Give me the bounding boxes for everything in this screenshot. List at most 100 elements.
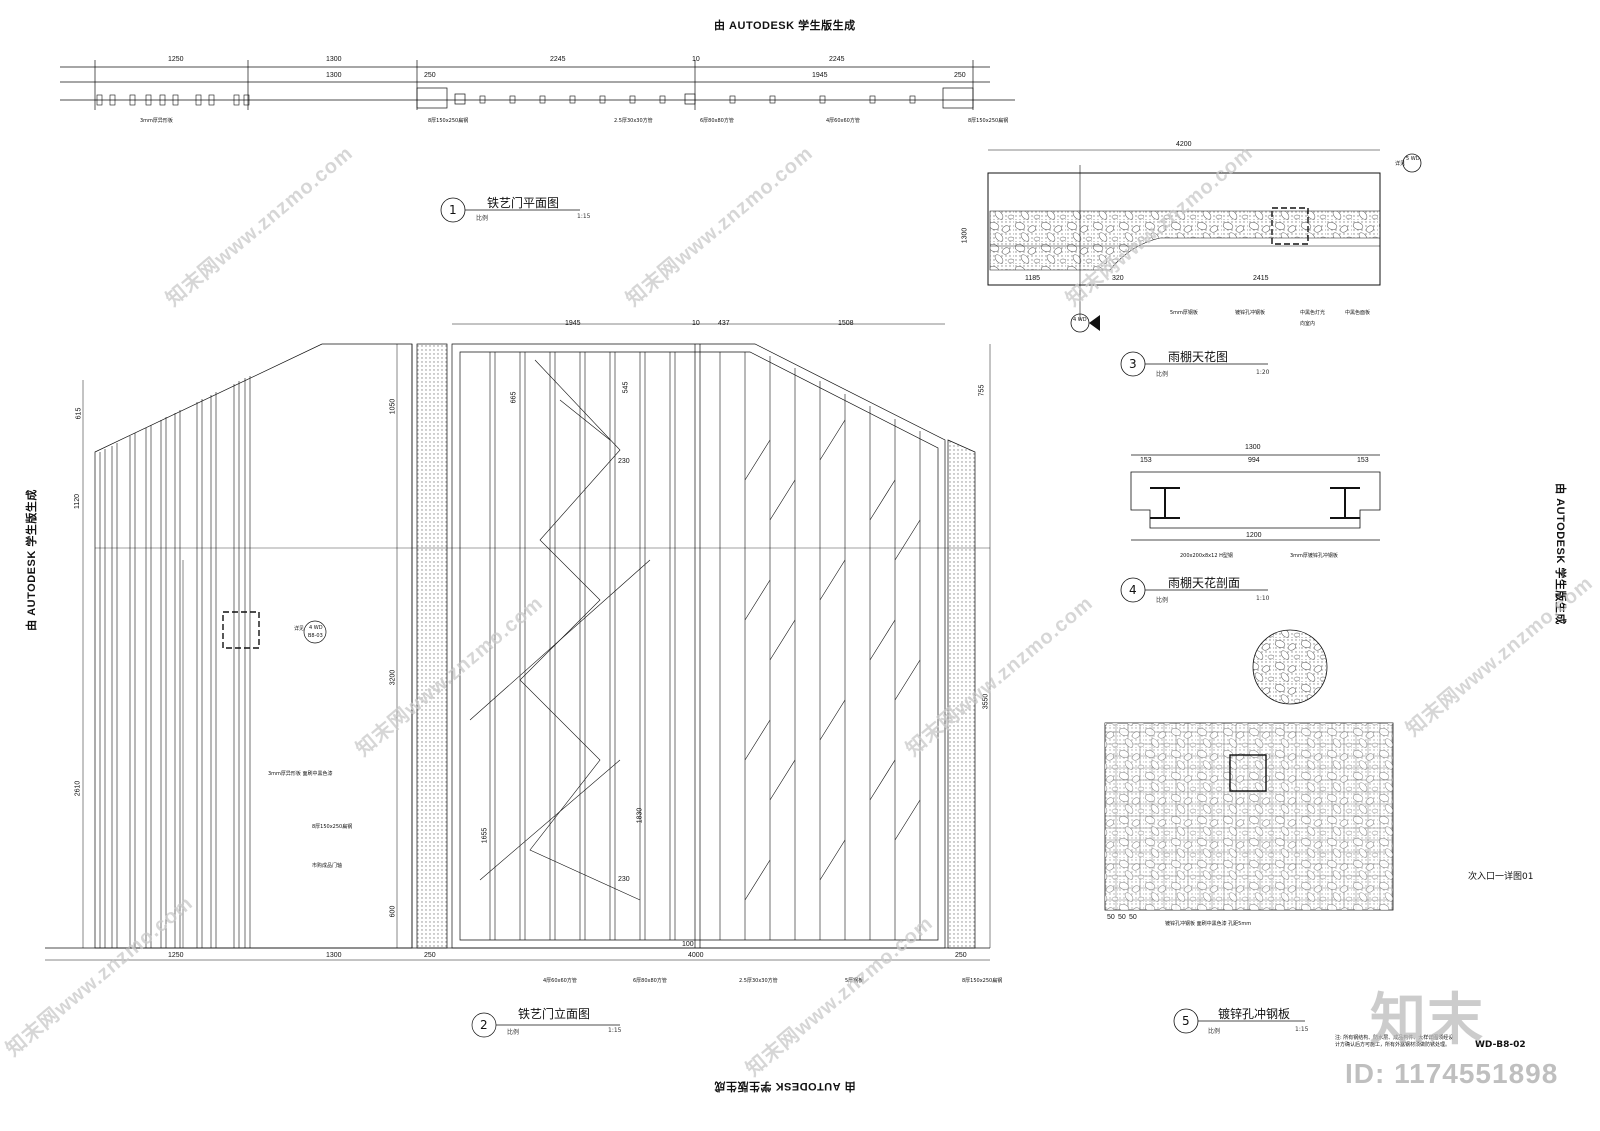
elev-dim: 1300 <box>326 952 342 959</box>
panel-detail <box>1104 629 1394 1034</box>
view-5-number: 5 <box>1182 1014 1190 1028</box>
plan-view-posts <box>96 94 916 106</box>
view-2-title: 铁艺门立面图 <box>518 1007 591 1021</box>
elevation-view <box>45 323 990 1038</box>
section-dim: 153 <box>1357 457 1369 464</box>
plan-label: 6厚80x80方管 <box>700 118 734 124</box>
elev-inner-dim: 1830 <box>636 807 644 824</box>
elev-inner-dim: 100 <box>682 941 694 948</box>
elev-dim: 437 <box>718 320 730 327</box>
sheet-note: 注: 所有钢结构、防水层、成品构件、大样详图须经设计方确认后方可施工，所有外露钢… <box>1335 1035 1454 1048</box>
plan-dim: 1300 <box>326 56 342 63</box>
elev-bottom-label: 5厚钢板 <box>845 978 864 984</box>
ceiling-tag-prefix: 详见 <box>1395 161 1406 167</box>
autodesk-stamp-left: 由 AUTODESK 学生版生成 <box>25 489 38 631</box>
elev-inner-dim: 545 <box>622 381 630 394</box>
ceiling-dim: 4200 <box>1176 141 1192 148</box>
ceiling-section <box>1120 454 1381 603</box>
elev-inner-dim: 665 <box>510 391 518 404</box>
view-2-number: 2 <box>480 1018 488 1032</box>
view-2-scale-label: 比例 <box>507 1029 520 1036</box>
elev-side-label: 市购成品门轴 <box>312 863 343 869</box>
ceiling-tag: 4 WD <box>1073 317 1087 323</box>
plan-label: 4厚60x60方管 <box>826 118 860 124</box>
panel-dim: 50 <box>1129 914 1137 921</box>
elev-bottom-label: 6厚80x80方管 <box>633 978 667 984</box>
view-4-title: 雨棚天花剖面 <box>1168 576 1241 590</box>
view-3-scale-label: 比例 <box>1156 371 1169 378</box>
section-dim: 1200 <box>1246 532 1262 539</box>
watermark-logo: 知末 <box>1370 988 1484 1051</box>
sheet-number: WD-B8-02 <box>1475 1040 1526 1050</box>
plan-dim: 1945 <box>812 72 828 79</box>
view-5-title: 镀锌孔冲钢板 <box>1218 1007 1291 1021</box>
view-1-scale: 1:15 <box>577 213 591 220</box>
elev-bottom-label: 8厚150x250扁钢 <box>962 978 1003 984</box>
elev-dim: 1120 <box>74 493 82 510</box>
right-leaf-pattern <box>719 352 921 940</box>
elev-dim: 1050 <box>389 398 397 415</box>
ceiling-dim: 1185 <box>1025 275 1041 282</box>
elev-dim: 10 <box>692 320 700 327</box>
watermark-id: ID: 1174551898 <box>1345 1058 1559 1089</box>
elev-dim: 250 <box>955 952 967 959</box>
section-label: 200x200x8x12 H型钢 <box>1180 553 1233 559</box>
ceiling-label: 5mm厚钢板 <box>1170 310 1198 316</box>
elev-dim: 1945 <box>565 320 581 327</box>
ceiling-label: 中黑色面板 <box>1345 310 1371 316</box>
plan-label: 8厚150x250扁钢 <box>428 118 469 124</box>
view-1-title: 铁艺门平面图 <box>487 196 560 210</box>
panel-label: 镀锌孔冲钢板 面刷中黑色漆 孔距5mm <box>1165 921 1252 927</box>
panel-dim: 50 <box>1118 914 1126 921</box>
elev-side-label: 8厚150x250扁钢 <box>312 824 353 830</box>
autodesk-stamp-top: 由 AUTODESK 学生版生成 <box>714 20 856 32</box>
plan-dim: 250 <box>954 72 966 79</box>
ceiling-label: 向室内 <box>1300 321 1316 327</box>
plan-label: 3mm厚异形板 <box>140 118 173 124</box>
elev-dim: 2610 <box>74 780 82 797</box>
detail-ref: 次入口一详图01 <box>1468 872 1534 882</box>
elev-dim: 4000 <box>688 952 704 959</box>
plan-dim: 1250 <box>168 56 184 63</box>
view-1-scale-label: 比例 <box>476 215 489 222</box>
elev-inner-dim: 230 <box>618 458 630 465</box>
plan-view-lines <box>60 60 1015 110</box>
elev-inner-dim: 1655 <box>481 827 489 844</box>
section-label: 3mm厚镀锌孔冲钢板 <box>1290 553 1338 559</box>
elev-bottom-label: 2.5厚30x30方管 <box>739 978 778 984</box>
elev-dim: 755 <box>978 384 986 397</box>
elev-dim: 600 <box>389 905 397 918</box>
elev-dim: 1508 <box>838 320 854 327</box>
elev-dim: 3200 <box>389 669 397 686</box>
view-1-number: 1 <box>449 203 457 217</box>
elevation-dim-lines <box>82 344 991 948</box>
elev-bottom-label: 4厚60x60方管 <box>543 978 577 984</box>
view-4-scale: 1:10 <box>1256 595 1270 602</box>
elev-inner-dim: 230 <box>618 876 630 883</box>
section-dim: 994 <box>1248 457 1260 464</box>
plan-dim: 2245 <box>829 56 845 63</box>
left-leaf-pattern <box>469 352 676 940</box>
plan-dim: 10 <box>692 56 700 63</box>
view-3-title: 雨棚天花图 <box>1168 350 1229 364</box>
view-4-number: 4 <box>1129 583 1137 597</box>
view-2-scale: 1:15 <box>608 1027 622 1034</box>
plan-dim: 1300 <box>326 72 342 79</box>
section-dim: 153 <box>1140 457 1152 464</box>
view-4-scale-label: 比例 <box>1156 597 1169 604</box>
elev-dim: 250 <box>424 952 436 959</box>
ceiling-dim: 2415 <box>1253 275 1269 282</box>
ceiling-label: 镀锌孔冲钢板 <box>1235 310 1266 316</box>
plan-dim: 250 <box>424 72 436 79</box>
section-dim: 1300 <box>1245 444 1261 451</box>
ref-tag-top: 4 WD <box>309 625 323 631</box>
ref-tag-bottom: B8-03 <box>308 633 323 639</box>
view-3-scale: 1:20 <box>1256 369 1270 376</box>
autodesk-stamp-bottom: 由 AUTODESK 学生版生成 <box>714 1080 856 1092</box>
ceiling-tag: 5 WD <box>1406 156 1420 162</box>
plan-label: 8厚150x250扁钢 <box>968 118 1009 124</box>
plan-label: 2.5厚30x30方管 <box>614 118 653 124</box>
view-5-scale: 1:15 <box>1295 1026 1309 1033</box>
ceiling-plan <box>987 149 1422 377</box>
